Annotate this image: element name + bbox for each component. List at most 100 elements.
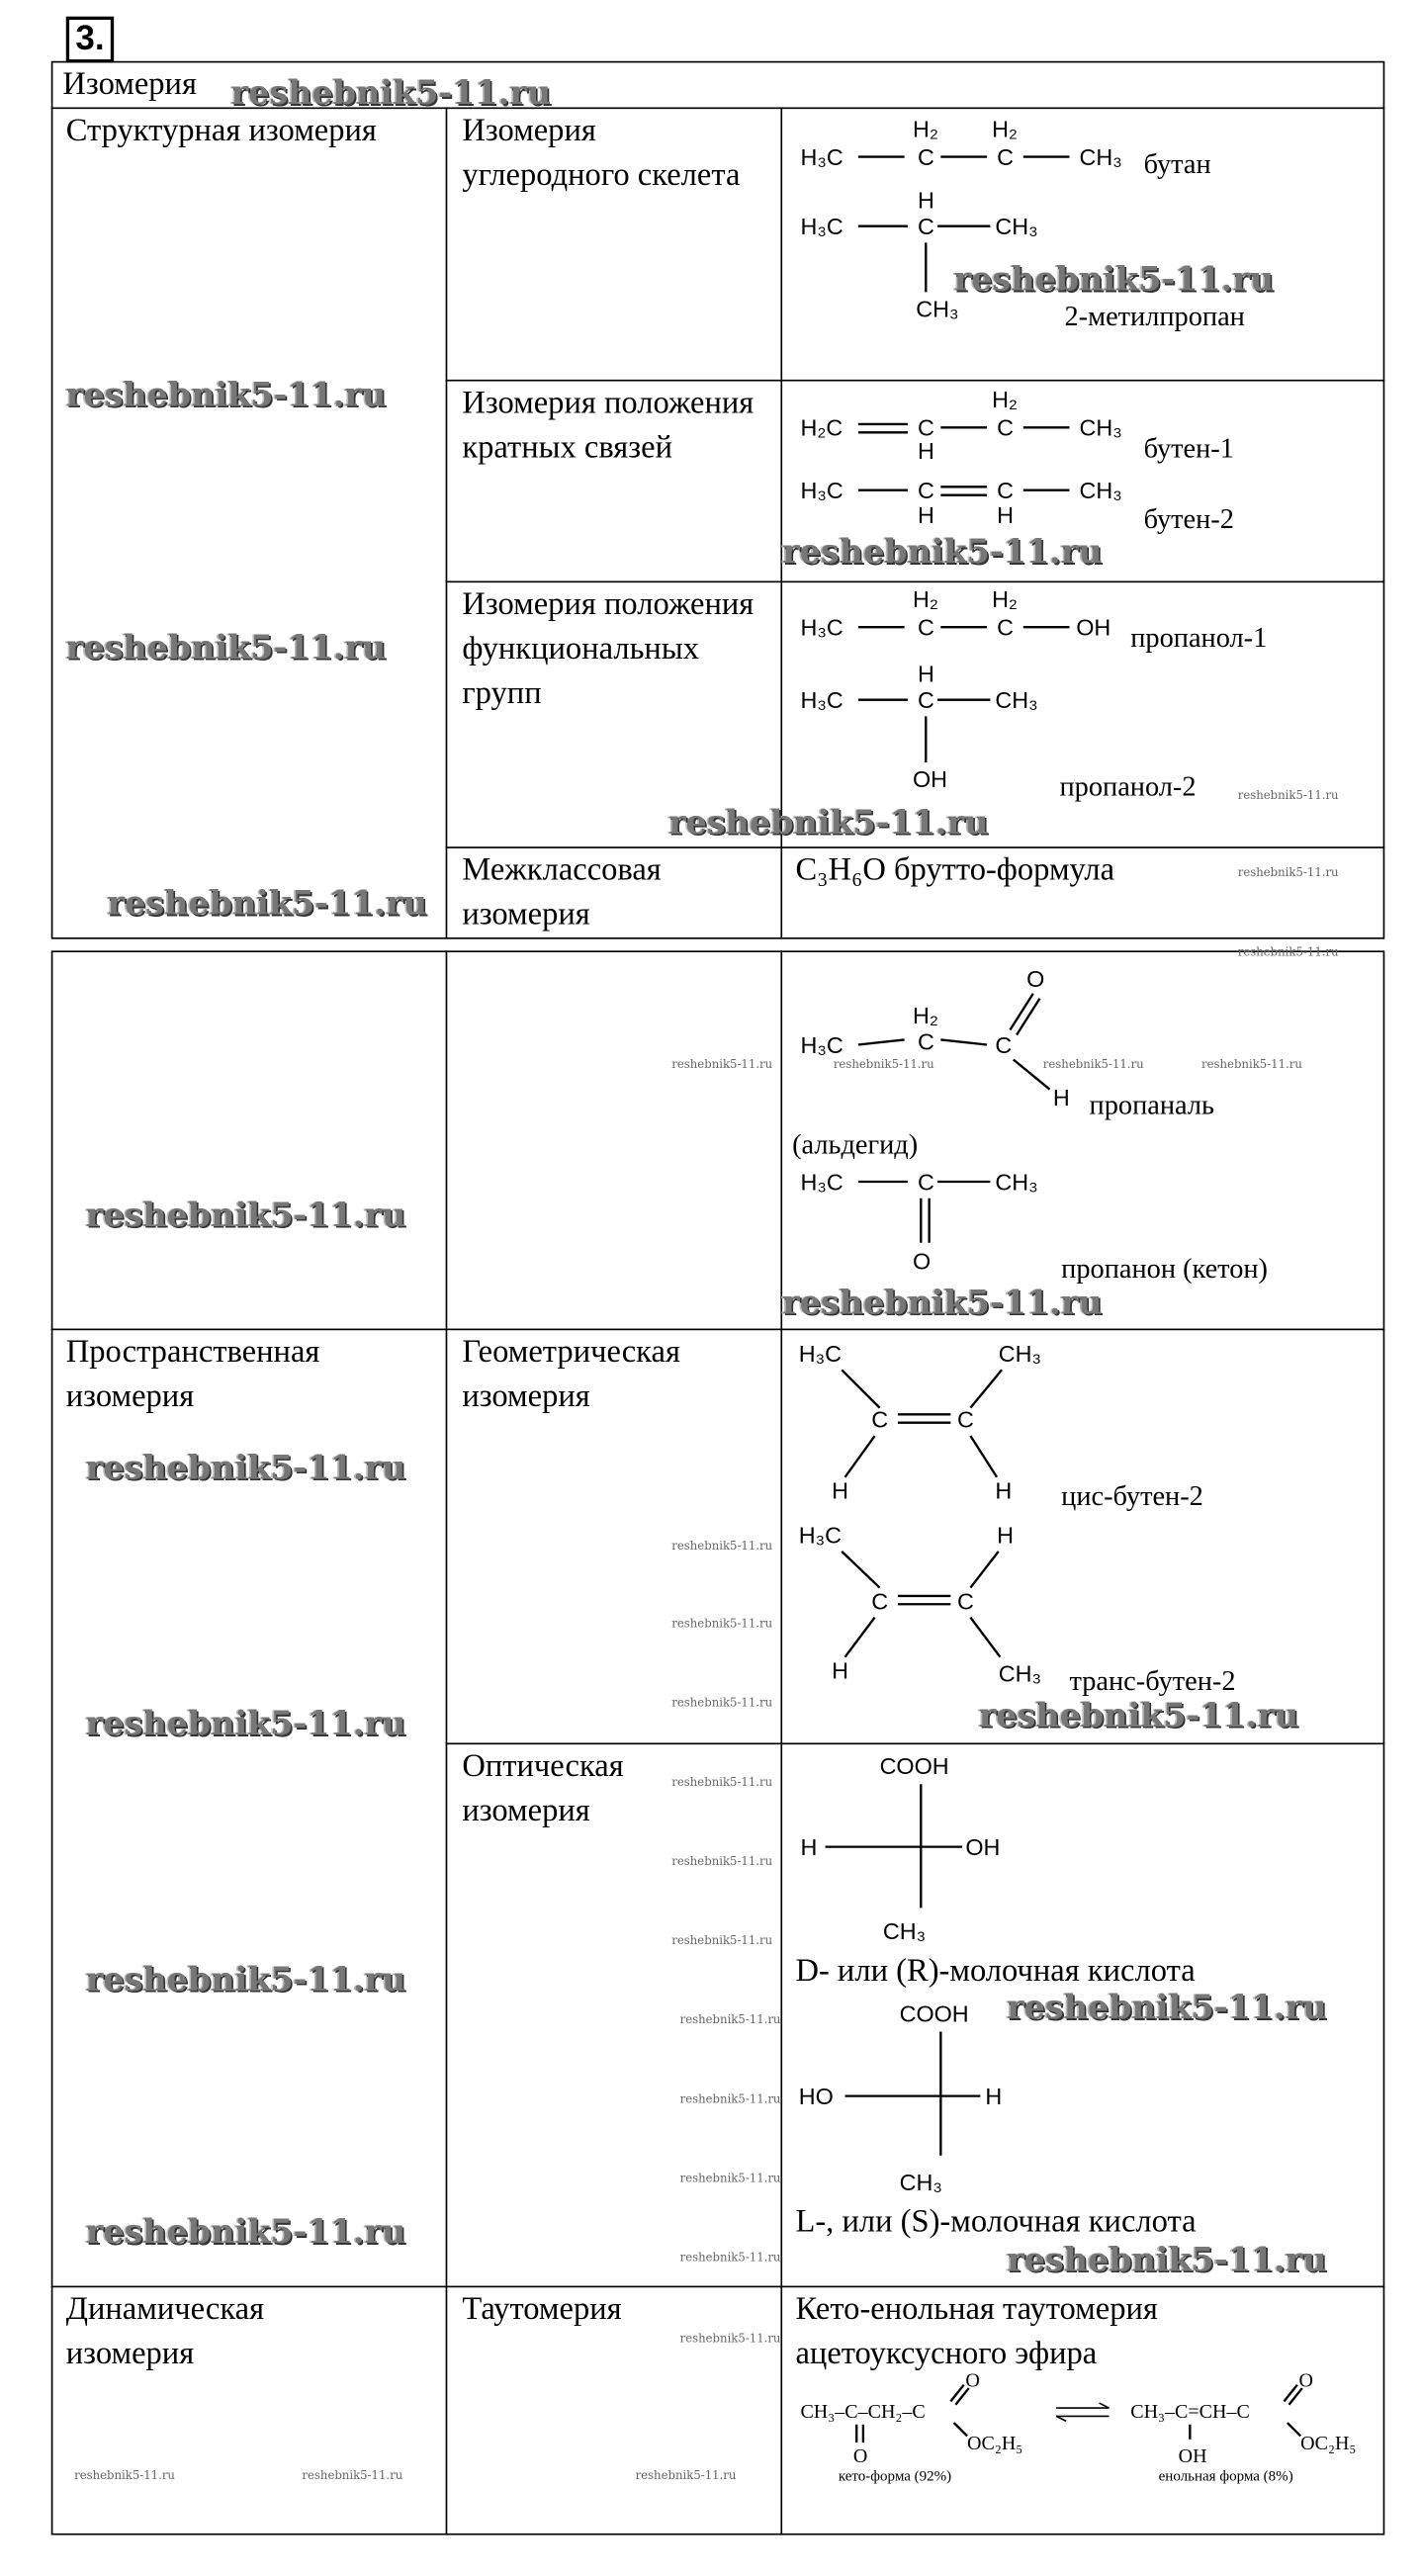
- watermark: reshebnik5-11.ru: [782, 1282, 1103, 1322]
- atom: H: [918, 438, 934, 464]
- atom: C: [997, 478, 1014, 503]
- watermark: reshebnik5-11.ru: [671, 1934, 773, 1948]
- propanone-name: пропанон (кетон): [1061, 1254, 1268, 1285]
- watermark: reshebnik5-11.ru: [1042, 1057, 1144, 1072]
- atom: H₂: [992, 586, 1018, 612]
- watermark: reshebnik5-11.ru: [1007, 1987, 1327, 2027]
- atom: OH: [1076, 615, 1110, 641]
- watermark: reshebnik5-11.ru: [230, 72, 552, 113]
- atom: H₂: [992, 387, 1018, 412]
- atom: H: [997, 502, 1014, 528]
- atom: OH: [965, 1834, 1000, 1860]
- divider: [50, 1328, 1385, 1331]
- keto-formula: CH₃–C–CH₂–C: [800, 2401, 925, 2423]
- interclass-label: Межклассовая изомерия: [462, 852, 662, 933]
- atom: C: [918, 415, 934, 441]
- atom: H₂C: [800, 415, 843, 441]
- butene-2-formula: H₃C CH CH CH₃ бутен-2: [800, 478, 1233, 535]
- atom: O: [965, 2369, 979, 2391]
- watermark: reshebnik5-11.ru: [85, 1195, 406, 1235]
- atom: H: [918, 502, 934, 528]
- atom: COOH: [880, 1753, 949, 1779]
- l-lactic-label: L-, или (S)-молочная кислота: [795, 2204, 1197, 2240]
- gross-formula: C₃H₆O брутто-формула: [795, 852, 1115, 888]
- atom: C: [997, 144, 1014, 170]
- atom: C: [957, 1588, 974, 1614]
- watermark: reshebnik5-11.ru: [85, 1959, 406, 1999]
- propanol-1-formula: H₃C H₂C H₂C OH пропанол-1: [800, 586, 1267, 654]
- atom: O: [853, 2445, 867, 2467]
- watermark: reshebnik5-11.ru: [671, 1854, 773, 1869]
- watermark: reshebnik5-11.ru: [1007, 2239, 1327, 2279]
- atom: C: [997, 415, 1014, 441]
- atom: C: [918, 1169, 934, 1195]
- divider: [445, 1742, 1385, 1745]
- atom: H: [995, 1477, 1012, 1503]
- watermark: reshebnik5-11.ru: [978, 1695, 1299, 1735]
- propanal-formula: O H₃C H₂C C H пропаналь (альдегид): [792, 966, 1214, 1161]
- optical-label: Оптическая изомерия: [462, 1749, 624, 1829]
- atom: C: [957, 1407, 974, 1433]
- divider: [445, 846, 1385, 848]
- divider: [780, 107, 783, 939]
- watermark: reshebnik5-11.ru: [74, 2468, 175, 2483]
- watermark: reshebnik5-11.ru: [1201, 1057, 1302, 1072]
- atom: C: [918, 615, 934, 641]
- atom: O: [1299, 2369, 1313, 2391]
- watermark: reshebnik5-11.ru: [953, 259, 1275, 300]
- watermark: reshebnik5-11.ru: [679, 2172, 781, 2185]
- watermark: reshebnik5-11.ru: [679, 2332, 781, 2346]
- trans-name: транс-бутен-2: [1070, 1666, 1236, 1697]
- atom: H: [1053, 1085, 1070, 1110]
- watermark: reshebnik5-11.ru: [65, 627, 387, 667]
- atom: H₃C: [800, 1169, 843, 1195]
- atom: H: [997, 1523, 1014, 1549]
- butene-1-name: бутен-1: [1144, 433, 1234, 464]
- atom: H₃C: [800, 144, 843, 170]
- watermark: reshebnik5-11.ru: [679, 2013, 781, 2027]
- atom: HO: [799, 2084, 834, 2109]
- atom: H₃C: [800, 687, 843, 713]
- watermark: reshebnik5-11.ru: [1237, 945, 1339, 959]
- watermark: reshebnik5-11.ru: [302, 2468, 403, 2483]
- divider: [50, 107, 1385, 110]
- watermark: reshebnik5-11.ru: [679, 2251, 781, 2265]
- spatial-label: Пространственная изомерия: [65, 1335, 320, 1415]
- atom: H₃C: [799, 1341, 842, 1367]
- atom: CH₃: [916, 296, 958, 321]
- dynamic-label: Динамическая изомерия: [65, 2292, 265, 2372]
- atom: H₂: [913, 1003, 938, 1028]
- atom: H: [800, 1834, 817, 1860]
- butane-name: бутан: [1144, 149, 1211, 180]
- atom: H₃C: [800, 214, 843, 239]
- functional-groups-label: Изомерия положения функциональных групп: [462, 587, 755, 712]
- divider: [445, 107, 448, 939]
- watermark: reshebnik5-11.ru: [85, 1703, 406, 1743]
- atom: CH₃: [995, 214, 1037, 239]
- methylpropane-name: 2-метилпропан: [1065, 302, 1245, 332]
- watermark: reshebnik5-11.ru: [671, 1775, 773, 1790]
- divider: [445, 379, 1385, 382]
- butene-1-formula: H₂C CH H₂C CH₃ бутен-1: [800, 387, 1233, 464]
- propanone-formula: H₃C C CH₃ O пропанон (кетон): [800, 1169, 1268, 1284]
- watermark: reshebnik5-11.ru: [671, 1617, 773, 1631]
- atom: CH₃: [1080, 144, 1122, 170]
- equilibrium-arrows: [1055, 2402, 1110, 2423]
- watermark: reshebnik5-11.ru: [782, 531, 1103, 572]
- atom: CH₃: [900, 2170, 942, 2195]
- atom: OC₂H₅: [967, 2433, 1022, 2454]
- atom: CH₃: [999, 1341, 1041, 1367]
- butane-formula: H₃C H₂C H₂C CH₃ бутан: [800, 117, 1210, 181]
- atom: C: [871, 1407, 888, 1433]
- atom: OH: [1179, 2445, 1207, 2467]
- watermark: reshebnik5-11.ru: [85, 2211, 406, 2252]
- carbon-skeleton-label: Изомерия углеродного скелета: [462, 114, 741, 194]
- atom: OH: [913, 766, 947, 792]
- watermark: reshebnik5-11.ru: [679, 2092, 781, 2106]
- enol-label: енольная форма (8%): [1159, 2469, 1293, 2485]
- atom: O: [1026, 966, 1044, 992]
- divider: [50, 2285, 1385, 2288]
